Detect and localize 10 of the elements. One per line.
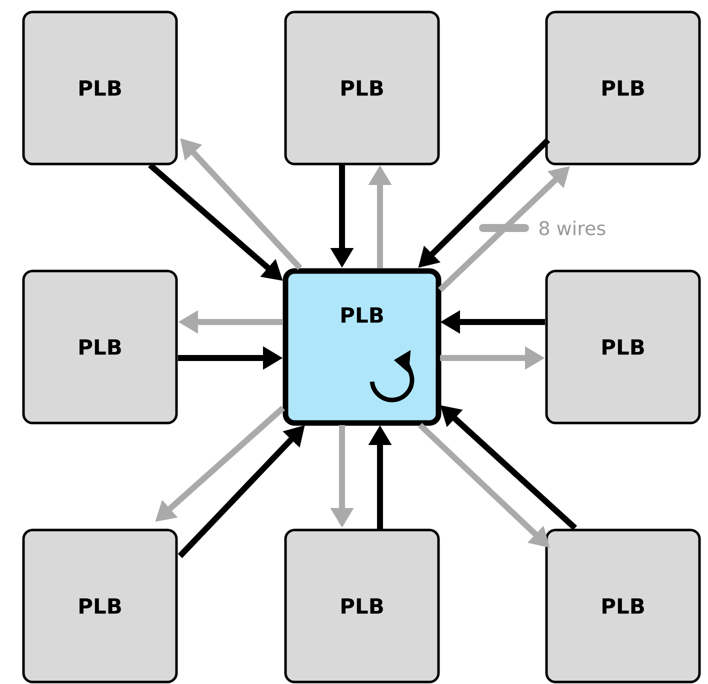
block-box: PLB — [282, 268, 442, 426]
block-box: PLB — [545, 270, 701, 424]
block-box: PLB — [545, 528, 701, 684]
block-box: PLB — [284, 528, 440, 684]
block-box: PLB — [545, 10, 701, 166]
block-box: PLB — [284, 10, 440, 166]
legend-text: 8 wires — [540, 220, 606, 236]
block-box: PLB — [22, 10, 178, 166]
block-box: PLB — [22, 270, 178, 424]
block-box: PLB — [22, 528, 178, 684]
